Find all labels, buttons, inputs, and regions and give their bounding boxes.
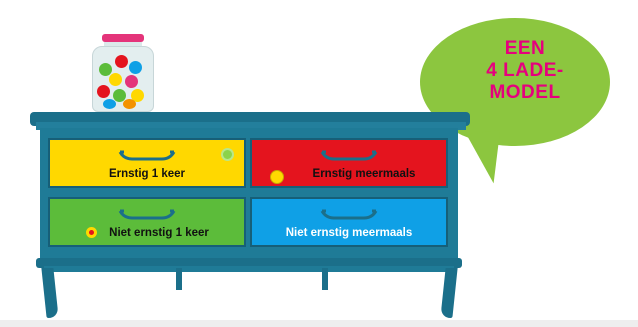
drawer-niet-ernstig-meermaals: Niet ernstig meermaals — [250, 197, 448, 247]
candy-ball — [125, 75, 138, 88]
drawer-label: Ernstig 1 keer — [50, 168, 244, 180]
drawer-handle — [118, 209, 176, 219]
candy-ball — [97, 85, 110, 98]
dresser-leg-right — [440, 268, 457, 318]
floor-line — [0, 320, 638, 327]
drawer-label: Niet ernstig 1 keer — [74, 227, 244, 239]
candy-ball — [115, 55, 128, 68]
speech-bubble-tail — [467, 130, 508, 186]
drawer-ernstig-1-keer: Ernstig 1 keer — [48, 138, 246, 188]
drawer-label: Ernstig meermaals — [282, 168, 446, 180]
drawer-label: Niet ernstig meermaals — [252, 227, 446, 239]
dresser-leg-left — [41, 268, 58, 318]
bubble-line-1: EEN — [460, 38, 590, 60]
drawer-handle — [118, 150, 176, 160]
dresser-leg-inner-right — [322, 268, 328, 290]
candy-ball — [109, 73, 122, 86]
candy-ball — [129, 61, 142, 74]
drawer-niet-ernstig-1-keer: Niet ernstig 1 keer — [48, 197, 246, 247]
candy-ball — [103, 99, 116, 109]
drawer-ernstig-meermaals: Ernstig meermaals — [250, 138, 448, 188]
dresser-leg-inner-left — [176, 268, 182, 290]
green-alarm-icon — [221, 148, 234, 161]
bubble-line-2: 4 LADE- — [460, 60, 590, 82]
jar-lid — [102, 34, 144, 42]
speech-bubble-text: EEN 4 LADE- MODEL — [460, 38, 590, 104]
bubble-line-3: MODEL — [460, 82, 590, 104]
dresser-apron — [44, 266, 454, 272]
drawer-handle — [320, 209, 378, 219]
candy-ball — [123, 99, 136, 109]
drawer-handle — [320, 150, 378, 160]
candy-jar — [92, 46, 154, 112]
